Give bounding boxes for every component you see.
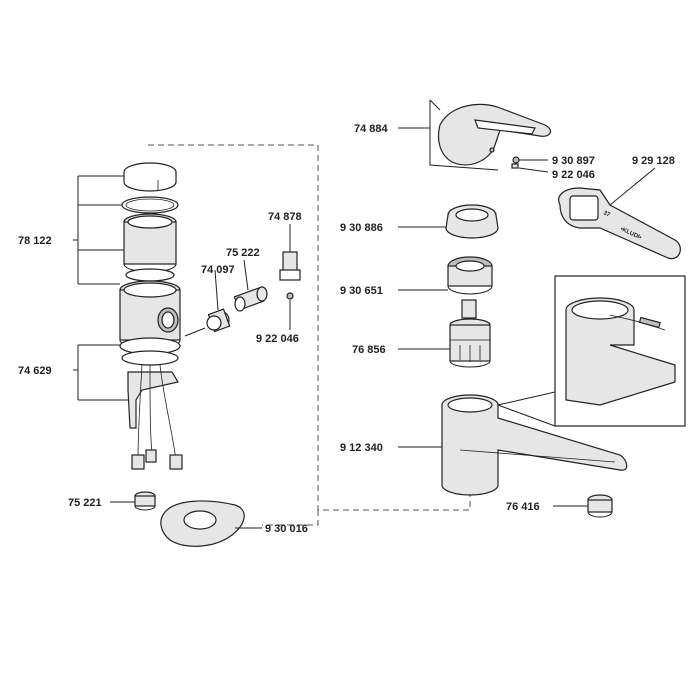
wrench-size-text: 37	[602, 210, 611, 219]
label-74629: 74 629	[18, 365, 52, 377]
mounting-bracket-part	[127, 371, 179, 429]
screw-part	[511, 156, 520, 169]
nipple-part	[134, 491, 156, 511]
label-75222: 75 222	[226, 247, 260, 259]
label-75221: 75 221	[68, 497, 102, 509]
mixer-body-part	[119, 280, 181, 350]
detail-inset	[497, 275, 686, 427]
label-74097: 74 097	[201, 264, 235, 276]
label-930651: 9 30 651	[340, 285, 383, 297]
base-gasket-part	[160, 500, 245, 547]
assembly-dashed-outline	[148, 144, 471, 526]
label-930897: 9 30 897	[552, 155, 595, 167]
label-930886: 9 30 886	[340, 222, 383, 234]
cartridge-part	[449, 299, 491, 368]
knob-part	[279, 251, 301, 300]
label-76416: 76 416	[506, 501, 540, 513]
tap-body-part	[441, 394, 628, 496]
cartridge-nut-part	[447, 256, 493, 295]
label-912340: 9 12 340	[340, 442, 383, 454]
sleeve-part	[123, 213, 177, 273]
label-78122: 78 122	[18, 235, 52, 247]
supply-hoses-part	[131, 364, 183, 470]
aerator-part	[587, 494, 613, 518]
split-ring-part	[123, 162, 177, 192]
label-74878: 74 878	[268, 211, 302, 223]
label-74884: 74 884	[354, 123, 389, 135]
lever-handle-part	[437, 103, 552, 166]
adapter-sleeve-part	[206, 308, 231, 333]
cover-cap-part	[445, 204, 499, 239]
valve-insert-part	[233, 286, 268, 312]
label-922046-right: 9 22 046	[552, 169, 595, 181]
label-922046-left: 9 22 046	[256, 333, 299, 345]
service-wrench-part: •KLUDI• 37	[558, 187, 681, 260]
label-930016: 9 30 016	[265, 523, 308, 535]
label-76856: 76 856	[352, 344, 386, 356]
label-929128: 9 29 128	[632, 155, 675, 167]
